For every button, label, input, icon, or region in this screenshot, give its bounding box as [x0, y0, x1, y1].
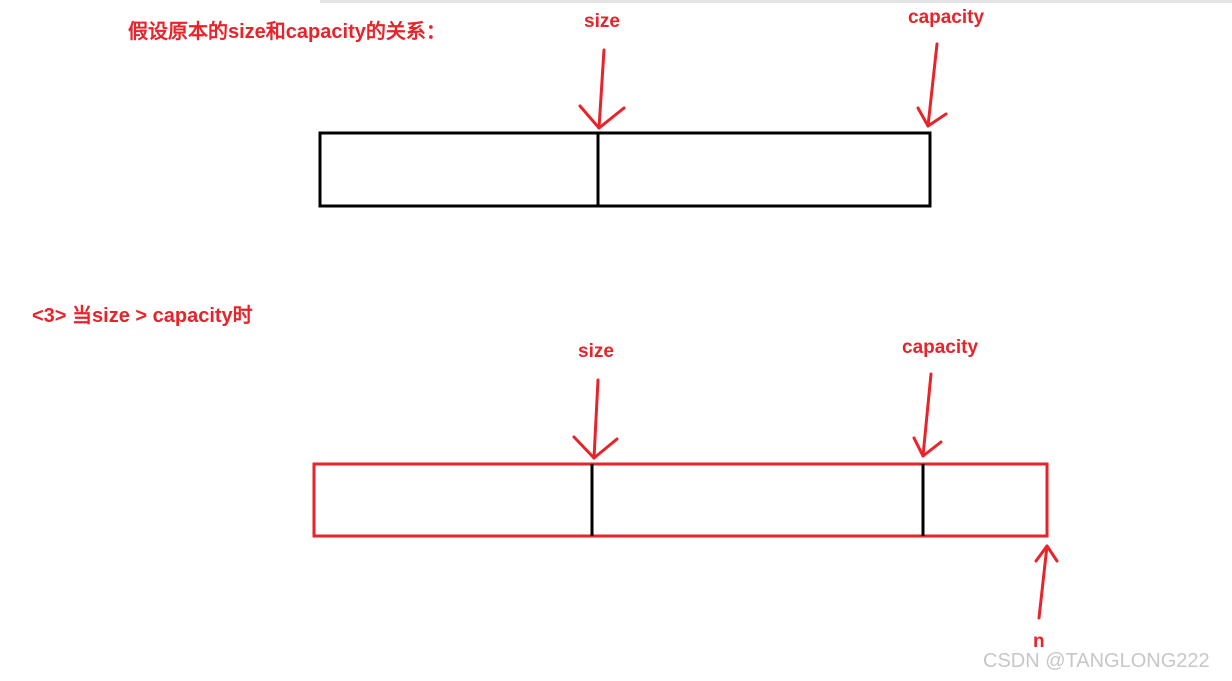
top-array-outline	[318, 131, 932, 208]
bottom-size-arrow-shaft	[592, 378, 600, 460]
bottom-capacity-label: capacity	[902, 337, 979, 358]
top-capacity-arrow-head	[916, 106, 948, 128]
top-capacity-label: capacity	[908, 7, 985, 28]
n-arrow-shaft	[1037, 544, 1049, 620]
bottom-size-arrow	[572, 378, 619, 460]
heading-size-greater-than-capacity: <3> 当size > capacity时	[32, 305, 253, 327]
bottom-array-outline	[312, 462, 1049, 538]
top-size-label: size	[584, 11, 620, 32]
bottom-size-label: size	[578, 341, 614, 362]
window-edge	[320, 0, 1232, 3]
top-capacity-arrow	[916, 42, 948, 128]
n-arrow	[1034, 544, 1059, 620]
bottom-size-arrow-head	[572, 435, 619, 460]
top-size-arrow-shaft	[597, 48, 606, 130]
csdn-watermark: CSDN @TANGLONG222	[983, 650, 1210, 672]
n-label: n	[1033, 631, 1045, 652]
bottom-capacity-arrow-shaft	[921, 372, 933, 458]
top-array-box	[318, 131, 932, 208]
bottom-capacity-arrow	[912, 372, 943, 458]
bottom-capacity-arrow-head	[912, 436, 943, 458]
top-capacity-arrow-shaft	[926, 42, 939, 128]
top-size-arrow-head	[578, 104, 626, 130]
heading-original-relation: 假设原本的size和capacity的关系：	[128, 21, 446, 43]
n-arrow-head	[1034, 544, 1059, 563]
bottom-array-box	[312, 462, 1049, 538]
top-size-arrow	[578, 48, 626, 130]
